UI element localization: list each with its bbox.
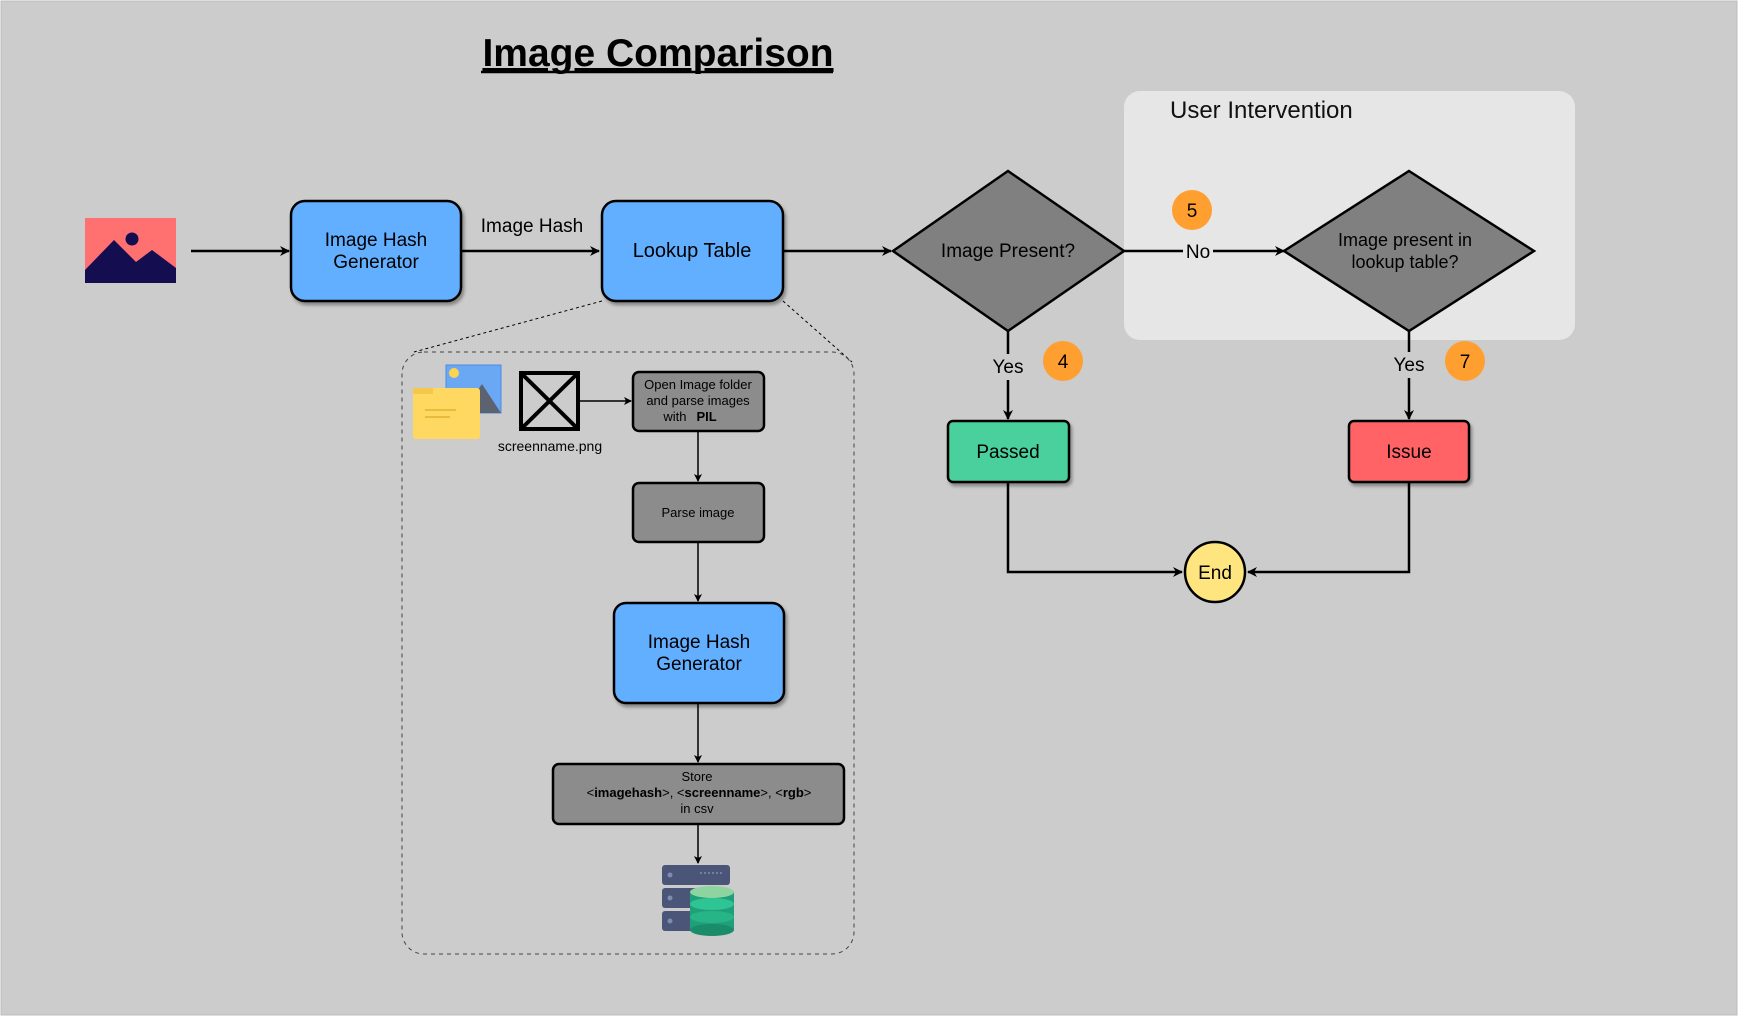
detail-hash-generator-box: Image Hash Generator <box>612 601 786 705</box>
screenshot-filename: screenname.png <box>498 438 602 454</box>
store-field-close: > <box>804 785 812 800</box>
issue-label: Issue <box>1386 442 1431 463</box>
open-folder-with: with <box>662 409 686 424</box>
store-box: Store <imagehash>, <screenname>, <rgb> i… <box>551 762 846 826</box>
edge-issue-to-end <box>1247 482 1411 577</box>
edge-label-image-hash: Image Hash <box>481 216 583 237</box>
badge-5: 5 <box>1172 190 1212 230</box>
open-folder-pil: PIL <box>696 409 716 424</box>
parse-image-box: Parse image <box>631 481 766 544</box>
passed-label: Passed <box>976 442 1039 463</box>
database-icon <box>662 865 734 936</box>
badge-7-label: 7 <box>1460 352 1471 373</box>
issue-box: Issue <box>1347 419 1471 484</box>
decision-lookup-label-2: lookup table? <box>1351 252 1458 272</box>
parse-image-label: Parse image <box>662 505 735 520</box>
edge-label-yes-right: Yes <box>1394 355 1425 376</box>
badge-4-label: 4 <box>1058 352 1069 373</box>
edge-label-no-bg <box>1183 240 1213 262</box>
hash-generator-label-2: Generator <box>333 252 419 273</box>
store-line-1: Store <box>681 769 712 784</box>
open-folder-line-3: with PIL <box>662 409 716 424</box>
open-folder-box: Open Image folder and parse images with P… <box>631 370 766 433</box>
user-intervention-label: User Intervention <box>1170 97 1353 124</box>
decision-lookup-label-1: Image present in <box>1338 230 1472 250</box>
open-folder-line-1: Open Image folder <box>644 377 752 392</box>
decision-lookup: Image present in lookup table? <box>1281 169 1537 333</box>
lookup-table-label: Lookup Table <box>633 240 752 262</box>
detail-hash-generator-label-2: Generator <box>656 654 742 675</box>
store-field-imagehash: imagehash <box>594 785 662 800</box>
end-label: End <box>1198 563 1232 584</box>
hash-generator-box: Image Hash Generator <box>289 199 463 303</box>
decision-image-present-label: Image Present? <box>941 241 1075 262</box>
store-field-open: < <box>587 785 595 800</box>
store-line-3: in csv <box>680 801 714 816</box>
store-field-sep-1: >, < <box>662 785 684 800</box>
open-folder-line-2: and parse images <box>646 393 750 408</box>
hash-generator-label-1: Image Hash <box>325 230 427 251</box>
image-icon <box>85 218 176 283</box>
lookup-table-box: Lookup Table <box>600 199 785 303</box>
page-title: Image Comparison <box>482 32 833 75</box>
store-field-sep-2: >, < <box>760 785 782 800</box>
zoom-connector-left <box>413 300 603 353</box>
folder-images-icon <box>413 364 502 439</box>
detail-hash-generator-label-1: Image Hash <box>648 632 750 653</box>
passed-box: Passed <box>946 419 1071 484</box>
store-field-screenname: screenname <box>685 785 761 800</box>
edge-label-yes-left: Yes <box>993 357 1024 378</box>
badge-7: 7 <box>1445 341 1485 381</box>
badge-4: 4 <box>1043 341 1083 381</box>
store-line-2: <imagehash>, <screenname>, <rgb> <box>587 785 812 800</box>
store-field-rgb: rgb <box>783 785 804 800</box>
badge-5-label: 5 <box>1187 201 1198 222</box>
edge-passed-to-end <box>1006 482 1183 577</box>
end-node: End <box>1183 540 1247 604</box>
edge-label-no: No <box>1186 242 1210 263</box>
detail-panel <box>401 351 855 955</box>
